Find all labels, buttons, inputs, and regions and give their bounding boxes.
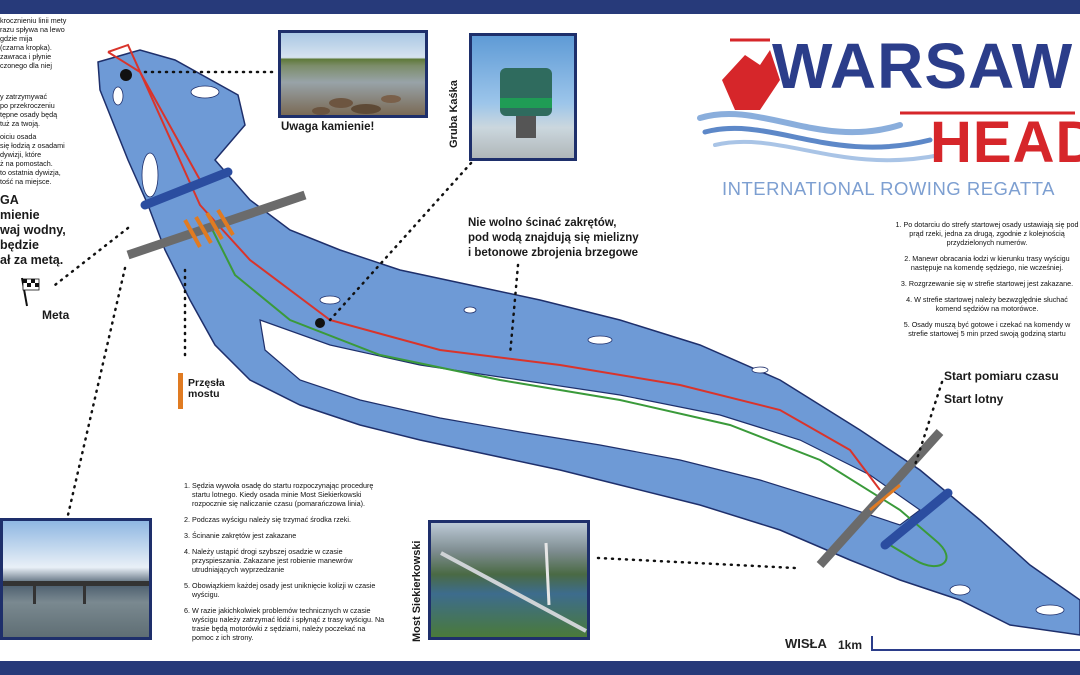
warning-line: GA xyxy=(0,193,19,207)
bridge-spans-legend-bar xyxy=(178,373,183,409)
rule-item: 2. Manewr obracania łodzi w kierunku tra… xyxy=(904,254,1070,272)
stones-warning-label: Uwaga kamienie! xyxy=(281,121,375,133)
note-line: się łodzią z osadami xyxy=(0,141,65,150)
stones-illustration xyxy=(312,95,401,115)
rule-item: 5. Osady muszą być gotowe i czekać na ko… xyxy=(903,320,1071,338)
left-notes-2: y zatrzymywać po przekroczeniu tępne osa… xyxy=(0,92,90,128)
river-name-label: WISŁA xyxy=(785,636,827,651)
note-line: tość na miejsce. xyxy=(0,177,52,186)
route-red-return xyxy=(107,51,201,181)
rule-item: 3. Rozgrzewanie się w strefie startowej … xyxy=(900,279,1074,288)
siekierkowski-bridge xyxy=(816,428,944,569)
start-line-marker xyxy=(880,488,953,550)
logo-waves xyxy=(697,111,942,163)
warning-line: ał za metą. xyxy=(0,253,64,267)
siekierkowski-label: Most Siekierkowski xyxy=(411,540,423,643)
warning-line: będzie xyxy=(0,238,39,252)
note-line: ż na pomostach. xyxy=(0,159,53,168)
label-line: mostu xyxy=(188,388,220,400)
note-line: (czarna kropka). xyxy=(0,43,52,52)
logo-subtitle: INTERNATIONAL ROWING REGATTA xyxy=(722,178,1055,199)
bridge-spans-top xyxy=(183,208,235,248)
gruba-kaska-label: Gruba Kaśka xyxy=(448,80,460,148)
rule-item: Podczas wyścigu należy się trzymać środk… xyxy=(192,515,388,524)
logo-word-head: HEAD xyxy=(930,110,1080,175)
route-red xyxy=(107,43,881,491)
river-islets xyxy=(112,85,1065,616)
photo-siekierkowski xyxy=(428,520,590,640)
right-rules: 1. Po dotarciu do strefy startowej osady… xyxy=(894,220,1080,338)
bottom-rules-list: Sędzia wywoła osadę do startu rozpoczyna… xyxy=(178,481,388,642)
water-tower-illustration xyxy=(500,68,552,138)
note-line: to ostatnia dywizja, xyxy=(0,168,61,177)
rule-item: Należy ustąpić drogi szybszej osadzie w … xyxy=(192,547,388,574)
meta-label: Meta xyxy=(42,308,70,322)
finish-flag-icon xyxy=(21,277,40,307)
left-notes-1: krocznieniu linii mety razu spływa na le… xyxy=(0,16,90,70)
warning-line: Nie wolno ścinać zakrętów, xyxy=(468,217,617,229)
bottom-rules: Sędzia wywoła osadę do startu rozpoczyna… xyxy=(178,481,388,649)
warning-line: waj wodny, xyxy=(0,223,66,237)
bridge-spans-label: Przęsła mostu xyxy=(188,378,225,400)
note-line: dywizji, które xyxy=(0,150,42,159)
note-line: tępne osady będą xyxy=(0,110,58,119)
note-line: oiciu osada xyxy=(0,132,37,141)
photo-finish-bridge xyxy=(0,518,152,640)
warning-line: i betonowe zbrojenia brzegowe xyxy=(468,247,638,259)
label-line: Przęsła xyxy=(188,377,225,389)
rule-item: Ścinanie zakrętów jest zakazane xyxy=(192,531,388,540)
rower-figure-icon xyxy=(722,38,780,110)
finish-line-marker xyxy=(140,167,233,210)
note-line: krocznieniu linii mety xyxy=(0,16,67,25)
leader-lines xyxy=(53,70,944,570)
route-green xyxy=(209,224,948,568)
note-line: razu spływa na lewo xyxy=(0,25,65,34)
logo-word-warsaw: WARSAW xyxy=(772,30,1074,102)
rule-item: Sędzia wywoła osadę do startu rozpoczyna… xyxy=(192,481,388,508)
scale-label: 1km xyxy=(838,638,863,652)
rule-item: Obowiązkiem każdej osady jest uniknięcie… xyxy=(192,581,388,599)
rule-item: 1. Po dotarciu do strefy startowej osady… xyxy=(895,220,1079,247)
photo-gruba-kaska xyxy=(469,33,577,161)
bridge-illustration xyxy=(3,581,149,604)
flying-start-label: Start lotny xyxy=(944,392,1004,406)
note-line: gdzie mija xyxy=(0,34,33,43)
rule-item: W razie jakichkolwiek problemów technicz… xyxy=(192,606,388,642)
note-line: czonego dla niej xyxy=(0,61,52,70)
finish-bridge xyxy=(126,190,307,260)
note-line: po przekroczeniu xyxy=(0,101,55,110)
time-start-label: Start pomiaru czasu xyxy=(944,369,1059,383)
note-line: tuż za twoją. xyxy=(0,119,40,128)
scale-bar xyxy=(871,636,1080,651)
top-band xyxy=(0,0,1080,14)
warning-line: mienie xyxy=(0,208,40,222)
rule-item: 4. W strefie startowej należy bezwzględn… xyxy=(906,295,1068,313)
timing-start-line xyxy=(869,483,901,512)
note-line: zawraca i płynie xyxy=(0,52,52,61)
warning-line: pod wodą znajdują się mielizny xyxy=(468,232,639,244)
cable-bridge-illustration xyxy=(440,542,587,633)
no-cut-warning: Nie wolno ścinać zakrętów, pod wodą znaj… xyxy=(468,216,639,261)
left-warning: GA mienie waj wodny, będzie ał za metą. xyxy=(0,193,66,268)
gruba-kaska-dot xyxy=(315,318,325,328)
photo-stones xyxy=(278,30,428,118)
turn-point-dot xyxy=(120,69,132,81)
left-notes-3: oiciu osada się łodzią z osadami dywizji… xyxy=(0,132,90,186)
bottom-band xyxy=(0,661,1080,675)
note-line: y zatrzymywać xyxy=(0,92,48,101)
